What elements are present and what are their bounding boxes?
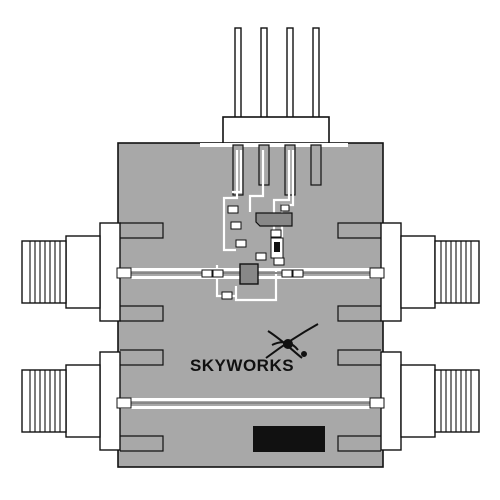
- switch-ic: [239, 263, 259, 285]
- ic-outline: [255, 212, 293, 227]
- smd-capacitor: [230, 221, 242, 230]
- pcb-substrate: [117, 142, 384, 468]
- sma-connector-right-bottom: [369, 351, 480, 451]
- label-block: [253, 426, 325, 452]
- header-pin: [286, 27, 294, 119]
- smd-capacitor: [227, 205, 239, 214]
- smd-capacitor: [281, 269, 293, 278]
- smd-capacitor: [212, 269, 224, 278]
- smd-capacitor: [255, 252, 267, 261]
- connector-ground-pads: [120, 222, 381, 452]
- header-pin: [312, 27, 320, 119]
- header-pin: [260, 27, 268, 119]
- smd-capacitor: [280, 204, 290, 212]
- smd-capacitor: [235, 239, 247, 248]
- sma-connector-right-top: [369, 222, 480, 322]
- smd-resistor-body: [274, 242, 280, 252]
- smd-capacitor: [273, 257, 285, 266]
- header-pad-strip: [200, 143, 348, 147]
- smd-capacitor: [201, 269, 213, 278]
- brand-logo-text: SKYWORKS: [189, 356, 295, 375]
- smd-capacitor: [270, 229, 282, 238]
- header-pins: [234, 27, 320, 119]
- header-pin-trace: [310, 144, 322, 186]
- smd-capacitor: [292, 269, 304, 278]
- header-connector-body: [222, 116, 330, 144]
- sma-connector-left-bottom: [21, 351, 132, 451]
- header-pin: [234, 27, 242, 119]
- sma-connector-left-top: [21, 222, 132, 322]
- smd-capacitor: [221, 291, 233, 300]
- skyworks-swoosh-logo: [265, 323, 319, 359]
